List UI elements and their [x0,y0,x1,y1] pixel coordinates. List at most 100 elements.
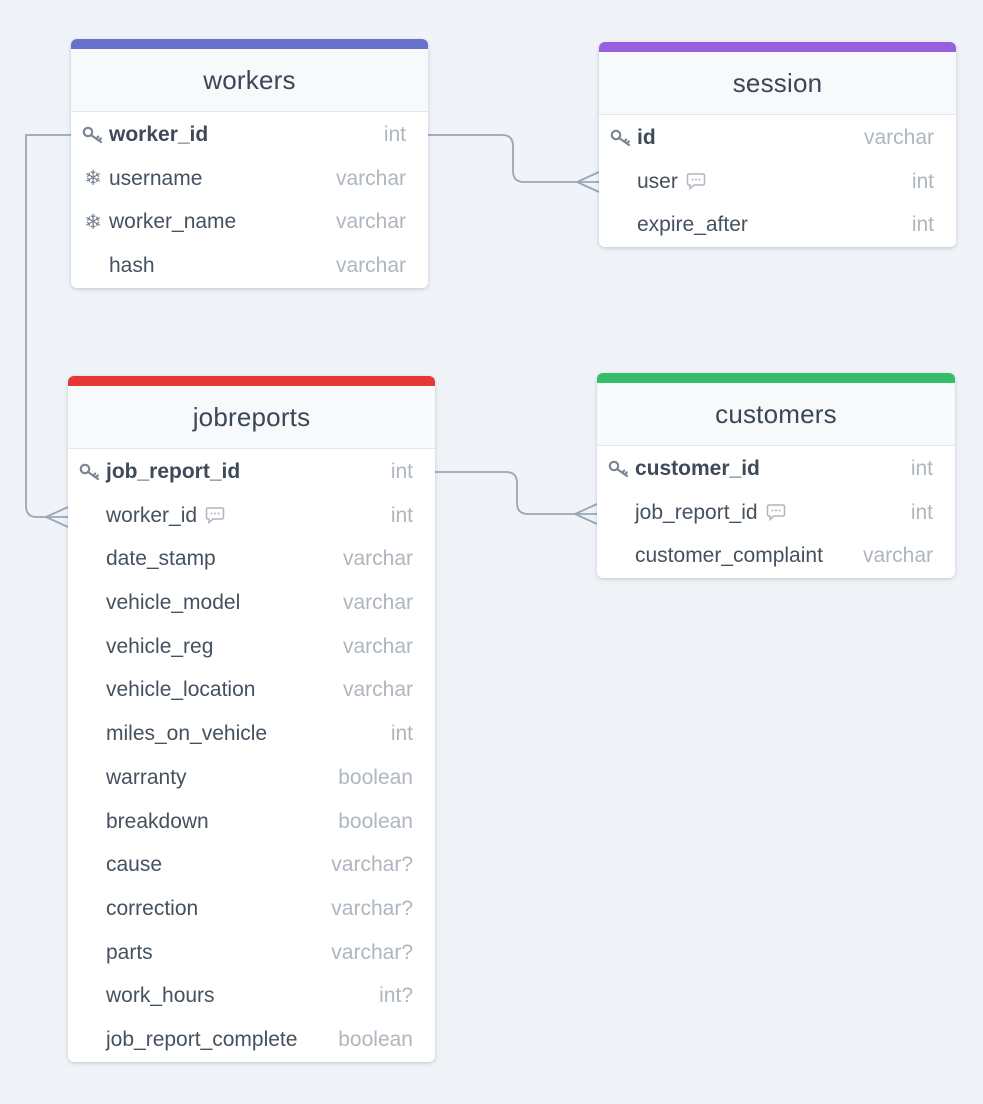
column-name-text: parts [106,940,153,964]
column-type: int [911,213,934,237]
column-name-text: vehicle_location [106,678,256,702]
relation-workers-jobreports[interactable] [25,134,71,518]
column-type: varchar? [331,853,413,877]
column-type: varchar [863,126,934,149]
table-title[interactable]: session [599,52,956,115]
column-name: expire_after [637,203,748,247]
column-name: user [637,160,706,204]
column-name: customer_id [635,447,760,491]
column-name: job_report_complete [106,1018,297,1062]
column-row-job-report-id[interactable]: job_report_id int [597,491,955,535]
column-type: int [390,503,413,527]
snowflake-icon: ❄ [84,167,102,191]
comment-icon[interactable] [197,504,225,527]
column-type: varchar [862,544,933,568]
column-type: varchar [335,254,406,278]
relation-workers-session[interactable] [428,134,599,183]
column-row-hash[interactable]: hash varchar [71,244,428,288]
column-type: int [383,123,406,146]
column-name: correction [106,887,198,931]
table-title[interactable]: workers [71,49,428,112]
column-row-parts[interactable]: parts varchar? [68,931,435,975]
snowflake-icon: ❄ [84,210,102,234]
column-row-cause[interactable]: cause varchar? [68,843,435,887]
column-name-text: cause [106,853,163,877]
column-name-text: job_report_complete [106,1027,298,1051]
column-name-text: customer_complaint [635,544,823,568]
column-name-text: worker_id [109,123,209,146]
relation-jobreports-customers[interactable] [435,471,597,515]
comment-icon[interactable] [758,501,786,524]
column-name-text: customer_id [635,457,760,480]
column-name-text: date_stamp [106,547,216,571]
column-type: varchar? [331,896,413,920]
table-accent-bar [71,39,428,49]
column-name-text: user [637,169,678,193]
column-name: worker_name [109,200,236,244]
column-type: int? [379,984,413,1008]
table-title[interactable]: jobreports [68,386,435,449]
column-row-user[interactable]: user int [599,160,956,204]
column-type: int [911,169,934,193]
crowfoot-icon[interactable] [45,506,69,528]
column-row-correction[interactable]: correction varchar? [68,887,435,931]
column-row-customer-id[interactable]: customer_id int [597,447,955,491]
column-type: varchar [335,166,406,190]
column-name: work_hours [106,974,215,1018]
column-name-text: correction [106,896,199,920]
column-type: int [390,460,413,483]
crowfoot-icon[interactable] [576,171,600,193]
table-title[interactable]: customers [597,383,955,446]
column-name-text: vehicle_reg [106,634,214,658]
column-name: job_report_id [635,491,786,535]
column-name: username [109,157,202,201]
key-icon [609,116,633,160]
column-name-text: vehicle_model [106,591,241,615]
column-type: boolean [338,809,413,833]
column-name-text: work_hours [106,984,215,1008]
crowfoot-icon[interactable] [574,503,598,525]
column-name-text: warranty [106,765,187,789]
column-row-worker-id[interactable]: worker_id int [71,113,428,157]
column-name-text: worker_name [109,210,237,234]
column-row-work-hours[interactable]: work_hours int? [68,974,435,1018]
table-accent-bar [68,376,435,386]
column-name-text: hash [109,254,155,278]
key-icon [81,113,105,157]
column-type: varchar [342,634,413,658]
key-icon [78,450,102,494]
column-row-username[interactable]: ❄ username varchar [71,157,428,201]
column-type: boolean [338,765,413,789]
column-type: varchar? [331,940,413,964]
column-name: warranty [106,756,187,800]
column-name-text: worker_id [106,503,198,527]
comment-icon[interactable] [678,170,706,193]
column-type: int [910,500,933,524]
column-row-vehicle-reg[interactable]: vehicle_reg varchar [68,625,435,669]
column-type: int [910,457,933,480]
table-accent-bar [599,42,956,52]
column-row-worker-id[interactable]: worker_id int [68,494,435,538]
column-name-text: job_report_id [635,500,758,524]
column-row-customer-complaint[interactable]: customer_complaint varchar [597,534,955,578]
column-name: vehicle_model [106,581,240,625]
column-row-expire-after[interactable]: expire_after int [599,203,956,247]
column-row-warranty[interactable]: warranty boolean [68,756,435,800]
table-workers[interactable]: workers worker_id int ❄ username varchar ❄ wor… [71,39,428,288]
key-icon [607,447,631,491]
column-name: miles_on_vehicle [106,712,267,756]
